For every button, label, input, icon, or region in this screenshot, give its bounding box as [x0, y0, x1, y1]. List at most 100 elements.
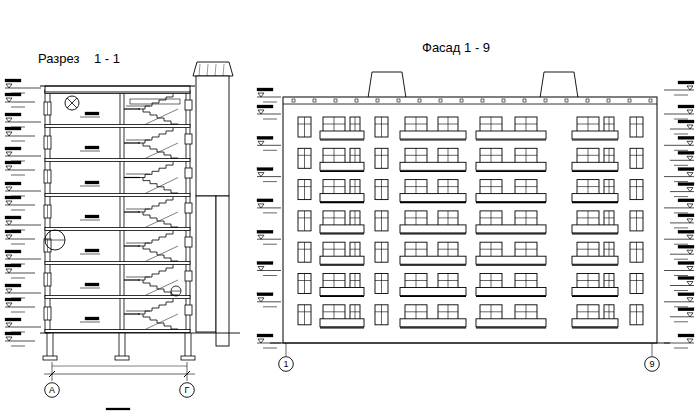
- level-line: [5, 293, 41, 294]
- window-glass: [47, 136, 48, 149]
- level-triangle: [258, 141, 264, 145]
- level-line: [674, 165, 688, 166]
- balcony-railing: [476, 194, 546, 202]
- balcony-slab: [320, 296, 364, 297]
- level-triangle: [6, 118, 12, 122]
- window-transom: [480, 124, 502, 125]
- window-mullion: [381, 242, 382, 262]
- window-transom: [298, 311, 311, 312]
- ventilation-shaft: [196, 76, 229, 196]
- window: [630, 117, 643, 137]
- window-mullion: [304, 274, 305, 294]
- level-line: [674, 150, 688, 151]
- window-opening: [185, 271, 192, 281]
- window-transom: [630, 280, 643, 281]
- axis-line: [187, 362, 188, 381]
- stair-flight: [138, 94, 173, 109]
- stair-landing: [124, 245, 140, 246]
- window-transom: [515, 155, 537, 156]
- window-opening: [185, 237, 192, 247]
- level-line: [263, 275, 277, 276]
- level-value-bar: [5, 79, 21, 82]
- window-transom: [480, 280, 502, 281]
- room-level-line: [80, 322, 100, 323]
- level-value-bar: [5, 318, 21, 321]
- window-transom: [577, 249, 599, 250]
- window: [298, 211, 311, 231]
- vent-symbol: [65, 96, 79, 110]
- window-transom: [298, 186, 311, 187]
- stair-stringer: [146, 246, 178, 261]
- room-level-bar: [85, 317, 99, 320]
- balcony-railing: [400, 319, 466, 327]
- window-transom: [604, 249, 614, 250]
- window: [298, 274, 311, 294]
- shaft-lower: [196, 196, 216, 332]
- window-transom: [298, 249, 311, 250]
- stair-landing: [124, 177, 140, 178]
- shaft-cap-hatch: [223, 64, 224, 76]
- room-level-bar: [85, 215, 99, 218]
- level-line: [11, 175, 25, 176]
- level-line: [11, 278, 25, 279]
- balcony-railing: [572, 319, 618, 327]
- level-value-bar: [257, 334, 273, 337]
- level-triangle: [258, 267, 264, 271]
- window-transom: [375, 217, 388, 218]
- balcony-slab: [572, 139, 618, 140]
- balcony-slab: [400, 139, 466, 140]
- balcony-railing: [476, 162, 546, 170]
- window-mullion: [304, 242, 305, 262]
- window-mullion: [636, 305, 637, 325]
- level-value-bar: [5, 182, 21, 185]
- cornice-bracket: [292, 99, 295, 102]
- balcony-slab: [400, 171, 466, 172]
- level-value-bar: [257, 293, 273, 296]
- level-line: [263, 119, 277, 120]
- stair-landing: [124, 279, 140, 280]
- level-line: [674, 244, 688, 245]
- level-triangle: [687, 86, 693, 90]
- window-transom: [375, 280, 388, 281]
- balcony-slab: [400, 327, 466, 328]
- window-transom: [438, 124, 458, 125]
- level-triangle: [6, 269, 12, 273]
- level-value-bar: [5, 113, 21, 116]
- window-transom: [438, 217, 458, 218]
- balcony-slab: [320, 139, 364, 140]
- level-line: [674, 259, 688, 260]
- balcony-slab: [400, 202, 466, 203]
- window-opening: [185, 203, 192, 213]
- window: [298, 117, 311, 137]
- axis-line: [652, 343, 653, 356]
- window-opening: [44, 102, 51, 115]
- window-transom: [350, 249, 360, 250]
- window-transom: [323, 280, 345, 281]
- window: [375, 211, 388, 231]
- balcony-railing: [320, 288, 364, 296]
- level-triangle: [6, 152, 12, 156]
- window-glass: [47, 273, 48, 286]
- balcony-railing: [476, 256, 546, 264]
- window-transom: [375, 311, 388, 312]
- level-value-bar: [5, 93, 21, 96]
- level-line: [674, 290, 688, 291]
- window: [630, 242, 643, 262]
- stair-stringer: [146, 314, 178, 329]
- stair-flight: [143, 314, 178, 329]
- window-transom: [350, 124, 360, 125]
- level-value-bar: [5, 216, 21, 219]
- axis-letter: 1: [278, 356, 294, 369]
- foundation: [119, 333, 120, 356]
- window-transom: [577, 186, 599, 187]
- roof-edge: [40, 86, 195, 87]
- level-triangle: [6, 201, 12, 205]
- cornice-bracket: [502, 99, 505, 102]
- level-value-bar: [5, 230, 21, 233]
- balcony-slab: [476, 171, 546, 172]
- floor-slab: [45, 228, 190, 231]
- room-level-line: [80, 117, 100, 118]
- stair-flight: [138, 231, 173, 246]
- window-transom: [438, 186, 458, 187]
- level-line: [5, 225, 41, 226]
